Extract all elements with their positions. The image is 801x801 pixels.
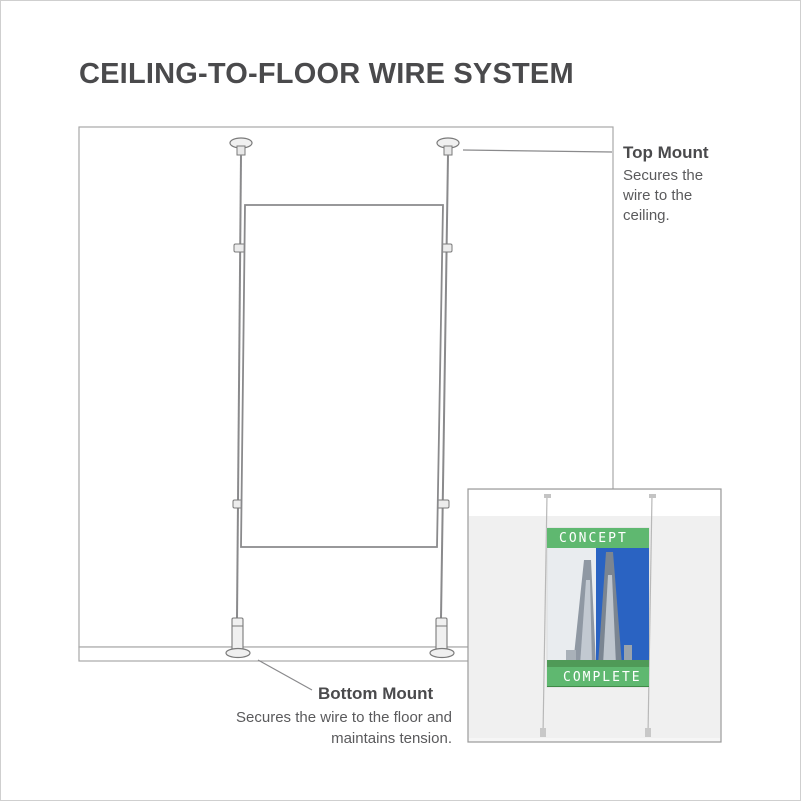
inset-photo <box>467 488 722 743</box>
left-tensioner <box>231 617 244 651</box>
poster-outline <box>240 204 444 548</box>
bottom-mount-description: Secures the wire to the floor and mainta… <box>236 709 452 747</box>
right-tensioner <box>435 617 448 651</box>
photo-poster-bottom-band <box>547 667 649 687</box>
left-bottom-mount <box>225 647 251 659</box>
photo-poster-top-text: CONCEPT <box>559 531 628 546</box>
bottom-mount-callout-line <box>257 659 313 691</box>
top-mount-callout-line <box>462 149 613 153</box>
photo-poster-bottom-text: COMPLETE <box>563 670 642 685</box>
right-wire <box>440 154 449 619</box>
left-wire <box>236 154 242 619</box>
left-wire-assembly <box>225 137 253 659</box>
right-bottom-mount <box>429 647 455 659</box>
bottom-mount-label: Bottom Mount <box>318 684 434 703</box>
top-mount-description: Secures the wire to the ceiling. <box>623 167 704 224</box>
photo-left-wire <box>542 494 548 736</box>
photo-poster-top-band <box>547 528 649 548</box>
photo-right-wire <box>647 494 653 736</box>
top-mount-label: Top Mount <box>623 143 709 162</box>
page-title: CEILING-TO-FLOOR WIRE SYSTEM <box>79 58 574 90</box>
